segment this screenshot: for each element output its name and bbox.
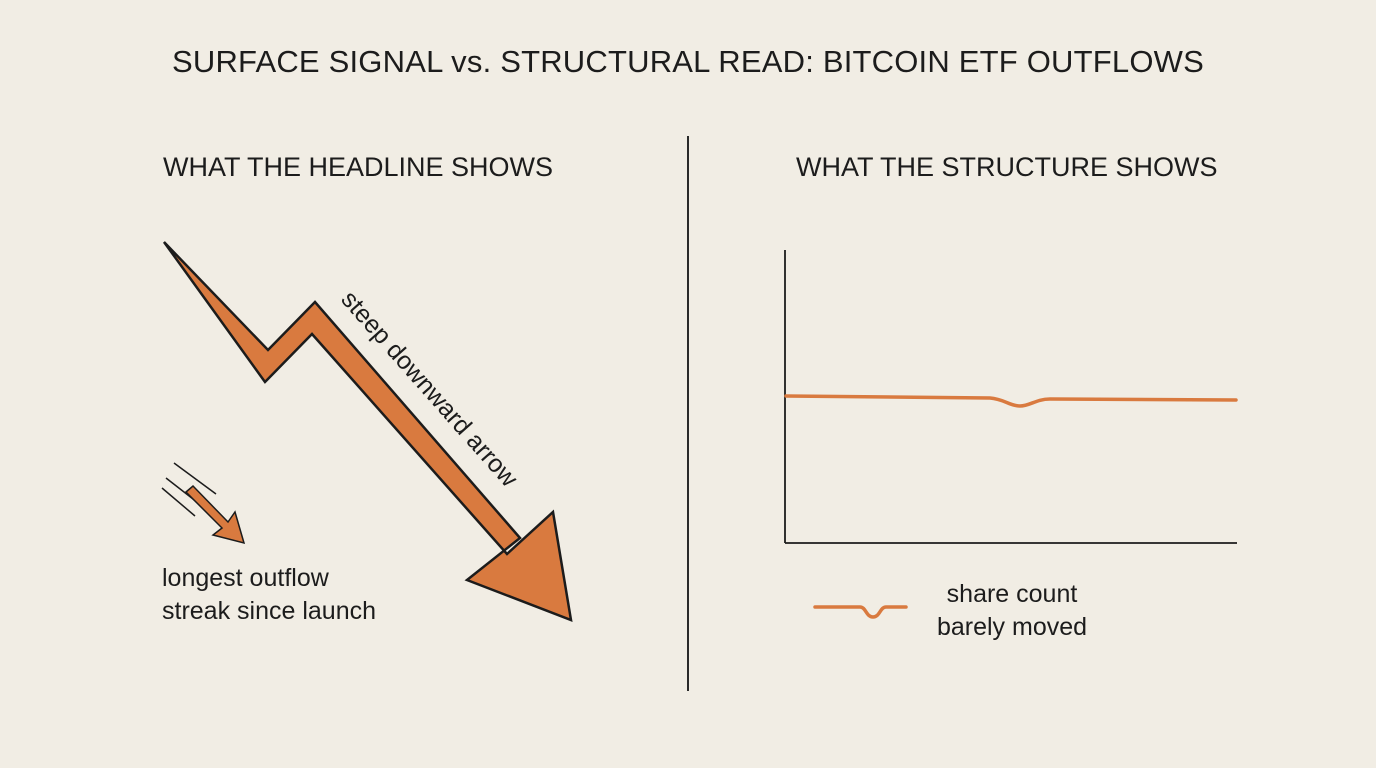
motion-line-1 <box>173 462 217 495</box>
left-caption: longest outflow streak since launch <box>162 562 376 628</box>
downward-arrow-shape <box>162 241 573 622</box>
left-caption-line-1: longest outflow <box>162 564 329 592</box>
share-count-line <box>784 394 1238 408</box>
right-panel-heading: WHAT THE STRUCTURE SHOWS <box>796 152 1218 182</box>
left-caption-line-2: streak since launch <box>162 597 377 625</box>
downward-arrow-icon <box>162 241 573 622</box>
panel-divider <box>687 136 689 691</box>
legend-label-line-1: share count <box>946 580 1078 608</box>
left-panel-heading: WHAT THE HEADLINE SHOWS <box>163 152 554 182</box>
motion-line-3 <box>161 487 196 517</box>
legend-label: share count barely moved <box>929 578 1095 644</box>
page-title: SURFACE SIGNAL vs. STRUCTURAL READ: BITC… <box>171 44 1204 79</box>
legend-line-swatch <box>813 605 908 619</box>
legend-label-line-2: barely moved <box>936 613 1088 641</box>
motion-arrow-head <box>184 484 246 545</box>
motion-arrow-icon <box>161 462 246 545</box>
structure-chart <box>784 250 1238 544</box>
